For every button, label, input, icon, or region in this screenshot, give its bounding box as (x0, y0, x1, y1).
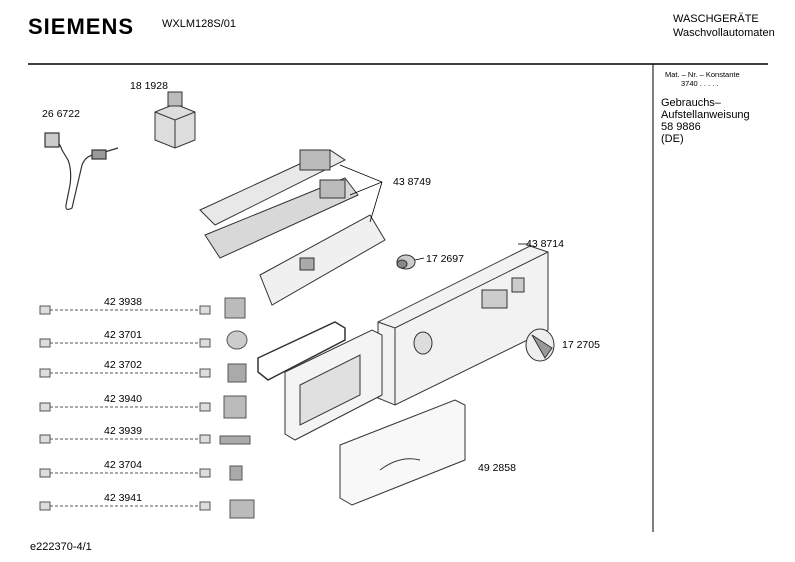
selector-knob-drawing (525, 328, 555, 362)
harness-row-7 (39, 499, 255, 519)
part-label-181928: 18 1928 (130, 80, 168, 92)
harness-row-2 (39, 330, 248, 350)
control-board-upper (199, 149, 359, 259)
drawer-frame-drawing (284, 329, 383, 441)
document-id: e222370-4/1 (30, 541, 92, 553)
drawer-gasket-drawing (257, 321, 346, 381)
drawer-handle-drawing (339, 399, 466, 506)
part-label-172705: 17 2705 (562, 339, 600, 351)
part-label-423702: 42 3702 (104, 359, 142, 371)
part-label-438749: 43 8749 (393, 176, 431, 188)
control-board-lower (259, 214, 386, 306)
doc-title-line2: Aufstellanweisung (661, 109, 750, 121)
harness-row-6 (39, 465, 243, 481)
konstante-value: 3740 . . . . . (681, 79, 719, 88)
brand-logo: SIEMENS (28, 14, 135, 39)
power-cord-drawing (44, 132, 119, 211)
part-label-492858: 49 2858 (478, 462, 516, 474)
front-panel-drawing (377, 245, 549, 406)
doc-language: (DE) (661, 133, 684, 145)
part-label-423701: 42 3701 (104, 329, 142, 341)
category-title: WASCHGERÄTE (673, 13, 759, 25)
harness-row-3 (39, 363, 247, 383)
harness-row-1 (39, 297, 246, 319)
knob-drawing (396, 254, 416, 270)
part-label-266722: 26 6722 (42, 108, 80, 120)
category-subtitle: Waschvollautomaten (673, 27, 775, 39)
part-label-423940: 42 3940 (104, 393, 142, 405)
part-label-423939: 42 3939 (104, 425, 142, 437)
doc-number: 58 9886 (661, 121, 701, 133)
model-number: WXLM128S/01 (162, 18, 236, 30)
harness-row-4 (39, 395, 247, 419)
part-label-172697: 17 2697 (426, 253, 464, 265)
part-label-423938: 42 3938 (104, 296, 142, 308)
part-label-423704: 42 3704 (104, 459, 142, 471)
part-label-423941: 42 3941 (104, 492, 142, 504)
interference-filter-drawing (154, 91, 196, 149)
harness-row-5 (39, 434, 251, 445)
doc-title-line1: Gebrauchs– (661, 97, 721, 109)
konstante-label: Mat. – Nr. – Konstante (665, 70, 740, 79)
part-label-438714: 43 8714 (526, 238, 564, 250)
